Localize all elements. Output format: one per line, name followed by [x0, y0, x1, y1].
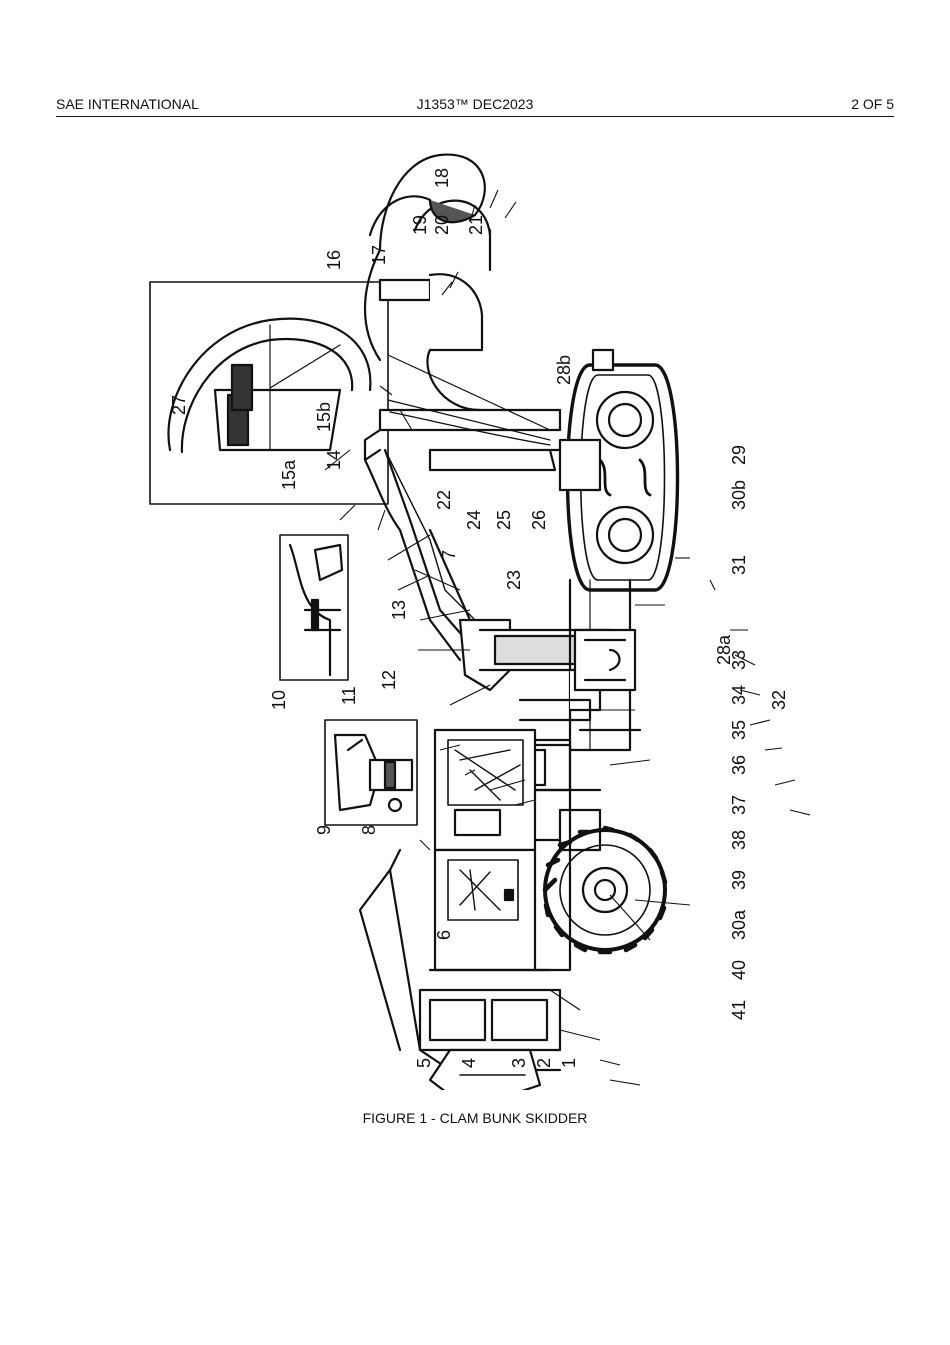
header-document-id: J1353™ DEC2023 [416, 96, 534, 112]
header-organization: SAE INTERNATIONAL [56, 96, 199, 112]
callout-35: 35 [729, 720, 749, 740]
callout-20: 20 [432, 215, 452, 235]
cab-body [433, 728, 537, 852]
callout-12: 12 [379, 670, 399, 690]
callout-38: 38 [729, 830, 749, 850]
callout-2: 2 [534, 1058, 554, 1068]
callout-34: 34 [729, 685, 749, 705]
callout-28a: 28a [714, 634, 734, 665]
callout-27: 27 [169, 395, 189, 415]
callout-22: 22 [434, 490, 454, 510]
inset-grapple-box [149, 281, 389, 505]
callout-1: 1 [559, 1058, 579, 1068]
front-blade-41 [428, 1048, 542, 1090]
callout-24: 24 [464, 510, 484, 530]
engine-hood [418, 988, 562, 1052]
callout-18: 18 [432, 168, 452, 188]
callout-3: 3 [509, 1058, 529, 1068]
callout-7: 7 [439, 550, 459, 560]
callout-17: 17 [369, 245, 389, 265]
callout-23: 23 [504, 570, 524, 590]
front-hub-30a [581, 866, 629, 914]
callout-36: 36 [729, 755, 749, 775]
rear-track-29 [565, 363, 680, 592]
callout-33: 33 [729, 650, 749, 670]
callout-labels: 1 2 3 4 5 6 7 8 9 10 11 12 13 14 15a 15b… [169, 168, 789, 1068]
callout-6: 6 [434, 930, 454, 940]
callout-9: 9 [314, 825, 334, 835]
callout-41: 41 [729, 1000, 749, 1020]
callout-13: 13 [389, 600, 409, 620]
bogie-wheel-upper [595, 390, 655, 450]
clam-bunk-skidder-drawing: 1 2 3 4 5 6 7 8 9 10 11 12 13 14 15a 15b… [130, 150, 810, 1090]
callout-21: 21 [466, 215, 486, 235]
bogie-wheel-lower [595, 505, 655, 565]
boom-cylinder-13 [428, 448, 557, 472]
callout-5: 5 [414, 1058, 434, 1068]
callout-30a: 30a [729, 909, 749, 940]
inset-pivot [324, 719, 418, 826]
callout-29: 29 [729, 445, 749, 465]
callout-32: 32 [769, 690, 789, 710]
callout-14: 14 [324, 450, 344, 470]
callout-28b: 28b [554, 355, 574, 385]
callout-25: 25 [494, 510, 514, 530]
callout-10: 10 [269, 690, 289, 710]
callout-11: 11 [339, 686, 359, 705]
callout-31: 31 [729, 555, 749, 575]
callout-15a: 15a [279, 459, 299, 490]
cab-lower [433, 848, 537, 972]
callout-37: 37 [729, 795, 749, 815]
callout-8: 8 [359, 825, 379, 835]
figure-caption: FIGURE 1 - CLAM BUNK SKIDDER [362, 1110, 588, 1126]
callout-40: 40 [729, 960, 749, 980]
inset-grapple-tong-left [167, 317, 372, 452]
callout-15b: 15b [314, 402, 334, 432]
bogie-pivot-30b [558, 438, 602, 492]
callout-30b: 30b [729, 480, 749, 510]
header-page-number: 2 OF 5 [851, 96, 894, 112]
skidder-line-art: 1 2 3 4 5 6 7 8 9 10 11 12 13 14 15a 15b… [149, 153, 810, 1090]
page-header: SAE INTERNATIONAL J1353™ DEC2023 2 OF 5 [56, 96, 894, 117]
callout-39: 39 [729, 870, 749, 890]
callout-26: 26 [529, 510, 549, 530]
callout-19: 19 [410, 215, 430, 235]
callout-16: 16 [324, 250, 344, 270]
inset-linkage-15a [279, 534, 349, 681]
callout-4: 4 [459, 1058, 479, 1068]
